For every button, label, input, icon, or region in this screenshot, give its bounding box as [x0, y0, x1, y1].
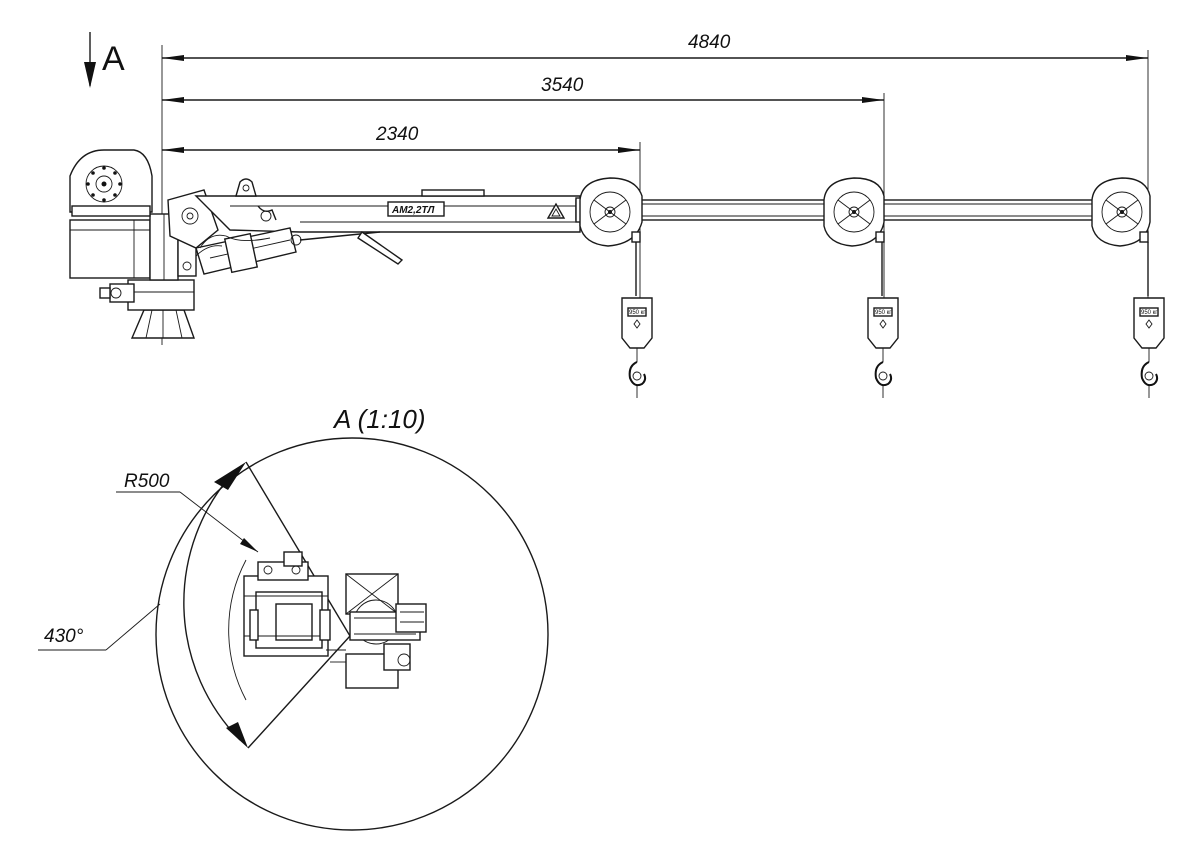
winch-housing: [69, 219, 151, 279]
angle-callout: 430°: [38, 603, 161, 651]
view-a-plan: [155, 437, 549, 831]
angle-limit-line-bottom: [247, 635, 351, 749]
hook-block-body: [1133, 297, 1165, 349]
slew-motor: [109, 283, 135, 303]
rotation-arrow-bottom-icon: [226, 722, 248, 748]
sheave-head-3: [1091, 177, 1151, 247]
hook-block-3: 950 кг: [1133, 242, 1165, 398]
inner-arc: [228, 559, 247, 701]
dim-arrow-icon: [1126, 55, 1148, 61]
boom-label: АМ2,2ТЛ: [391, 205, 436, 216]
boom-nameplate: [387, 201, 445, 217]
dim-arrow-icon: [162, 147, 184, 153]
hook-capacity-label: 950 кг: [1141, 310, 1158, 316]
dimension-lines: 4840 3540 2340: [161, 32, 1149, 345]
hook-capacity-label: 950 кг: [875, 310, 892, 316]
view-a-marker: A: [84, 32, 125, 88]
crane-base: [69, 149, 197, 339]
angle-limit-line-top: [245, 461, 351, 637]
hook-icon: [874, 361, 893, 387]
hook-icon: [628, 361, 647, 387]
dim-arrow-icon: [862, 97, 884, 103]
slewing-ring: [127, 279, 195, 311]
dim-arrow-icon: [162, 55, 184, 61]
sheave-head-1: [579, 177, 643, 247]
dim-4840-label: 4840: [688, 32, 731, 53]
angle-label: 430°: [44, 626, 84, 647]
hook-block-2: 950 кг: [867, 242, 899, 398]
leader-arrow-icon: [240, 538, 258, 552]
dim-arrow-icon: [618, 147, 640, 153]
view-a-title: A (1:10): [332, 404, 426, 434]
view-arrow-head-icon: [84, 62, 96, 88]
dim-2340-label: 2340: [375, 124, 419, 145]
r500-arc: [183, 473, 241, 741]
slewing-envelope-circle: [155, 437, 549, 831]
winch-drum-icon: [85, 165, 123, 203]
hook-block-body: [867, 297, 899, 349]
hook-capacity-label: 950 кг: [629, 310, 646, 316]
dim-arrow-icon: [162, 97, 184, 103]
r500-callout: R500: [116, 471, 259, 553]
lifting-eye: [235, 178, 257, 197]
view-marker-letter: A: [102, 40, 125, 78]
dim-3540-label: 3540: [541, 75, 584, 96]
sheave-head-2: [823, 177, 885, 247]
main-boom: АМ2,2ТЛ: [167, 178, 581, 275]
hook-block-1: 950 кг: [621, 242, 653, 398]
radius-label: R500: [124, 471, 170, 492]
boom-brace: [357, 231, 404, 265]
rotation-arrow-top-icon: [214, 462, 246, 490]
hook-block-body: [621, 297, 653, 349]
hook-icon: [1140, 361, 1159, 387]
warning-triangle-icon: [546, 202, 566, 219]
